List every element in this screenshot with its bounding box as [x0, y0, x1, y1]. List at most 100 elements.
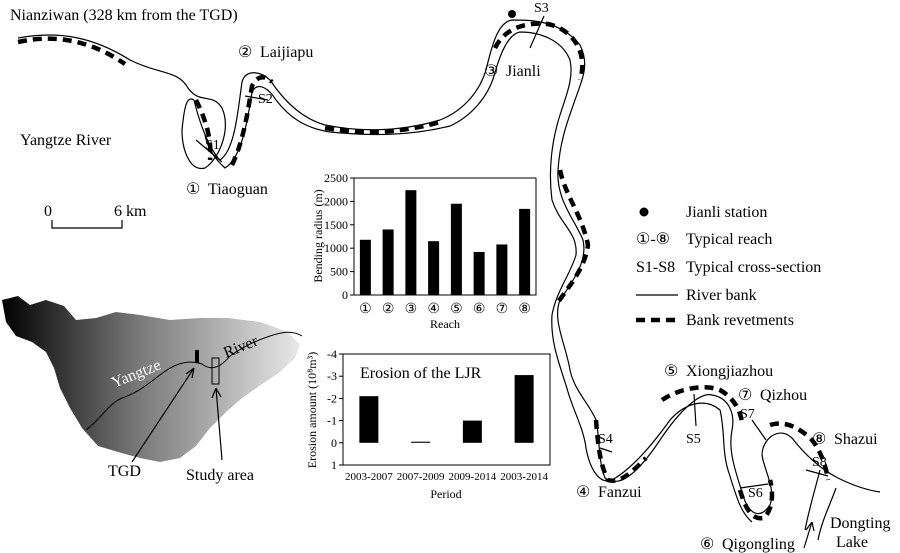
legend-bank-text: River bank	[686, 287, 757, 304]
river-bank-main-upper	[193, 19, 586, 371]
scale-end-label: 6 km	[114, 203, 147, 220]
chart1-frame	[353, 177, 537, 296]
revetment-shazui	[769, 421, 831, 481]
section-line-s7	[751, 419, 767, 441]
reach-name-8: Shazui	[834, 431, 878, 448]
section-label-s1: S1	[205, 138, 220, 153]
reach-num-3: ③	[484, 63, 498, 80]
lake-outlet	[804, 469, 837, 541]
revetment-upper	[17, 36, 127, 66]
inset-map: Yangtze River TGD Study area	[2, 296, 303, 484]
reach-num-4: ④	[576, 484, 590, 501]
chart1-bar	[450, 203, 462, 295]
jianli-station-marker	[508, 10, 516, 18]
chart1-bar	[519, 208, 531, 295]
reach-num-7: ⑦	[738, 387, 752, 404]
revetment-fanzui	[593, 419, 648, 484]
inset-river-line	[85, 331, 303, 431]
chart2-ytick-label: -4	[327, 347, 337, 361]
tgd-arrow	[131, 367, 195, 463]
chart2-xtick-label: 2003-2014	[500, 471, 548, 483]
legend-section-text: Typical cross-section	[686, 259, 821, 276]
section-label-s4: S4	[598, 432, 613, 447]
chart1-xtick-label: ①	[359, 302, 372, 317]
section-line-s6	[739, 483, 769, 489]
section-line-s5	[693, 393, 697, 427]
dongting-arrow-head	[805, 521, 815, 532]
reach-num-1: ①	[186, 181, 200, 198]
dongting-arrow	[803, 521, 813, 549]
reach-num-2: ②	[238, 44, 252, 61]
section-label-s3: S3	[534, 1, 549, 16]
scale-start-label: 0	[44, 203, 52, 220]
tgd-label: TGD	[108, 463, 141, 480]
reach-num-6: ⑥	[700, 536, 714, 553]
legend-station-text: Jianli station	[686, 204, 767, 221]
chart2-bar	[411, 441, 431, 443]
river-name-label: Yangtze River	[20, 132, 112, 149]
section-label-s6: S6	[748, 486, 763, 501]
chart1-bar	[428, 241, 440, 295]
reach-num-8: ⑧	[812, 431, 826, 448]
chart2-ytick-label: 1	[331, 458, 337, 472]
chart2-xtick-label: 2003-2007	[345, 471, 393, 483]
chart2-ytick-label: -2	[327, 391, 337, 405]
yangtze-basin-shape	[2, 296, 300, 462]
legend-station-dot	[639, 207, 649, 217]
tgd-marker	[195, 350, 199, 363]
section-label-s8: S8	[812, 455, 827, 470]
river-bank-outer	[17, 34, 226, 169]
study-area-label: Study area	[186, 467, 254, 484]
chart1-ytick-label: 2500	[324, 171, 348, 185]
chart1-xtick-label: ⑧	[518, 302, 531, 317]
reach-name-7: Qizhou	[760, 387, 807, 404]
chart2-ytick-label: -1	[327, 414, 337, 428]
chart1-xtick-label: ④	[427, 302, 440, 317]
legend-revetment-text: Bank revetments	[686, 312, 794, 329]
chart1-xtick-label: ⑥	[473, 302, 486, 317]
chart2-xtick-label: 2009-2014	[449, 471, 497, 483]
reach-name-4: Fanzui	[598, 484, 642, 501]
revetment-qigongling	[737, 479, 775, 521]
chart2-xlabel: Period	[430, 487, 461, 501]
revetment-mid	[324, 119, 441, 135]
section-line-s2	[244, 95, 269, 101]
legend-reach-text: Typical reach	[686, 231, 772, 248]
reach-name-1: Tiaoguan	[208, 181, 268, 198]
section-line-s3	[529, 15, 545, 49]
section-line-s1	[195, 139, 223, 163]
section-line-s4	[599, 447, 613, 453]
section-label-s2: S2	[258, 92, 273, 107]
reach-name-3: Jianli	[506, 63, 541, 80]
revetment-bend-north	[554, 169, 591, 307]
chart1-bar	[496, 244, 508, 295]
revetment-tiaoguan	[193, 98, 213, 161]
study-arrow	[215, 387, 223, 461]
chart1-ytick-label: 2000	[324, 194, 348, 208]
river-bank-main-lower	[569, 369, 881, 515]
chart1-xtick-label: ③	[405, 302, 418, 317]
reach-name-2: Laijiapu	[260, 44, 313, 61]
revetment-xiongjiazhou	[660, 385, 745, 423]
chart2-ytick-label: 0	[331, 436, 337, 450]
reach-num-5: ⑤	[664, 363, 678, 380]
chart1-ytick-label: 500	[330, 265, 348, 279]
river-bank-inner	[204, 31, 753, 523]
study-area-box	[211, 357, 220, 385]
chart2-ylabel: Erosion amount (10⁸m³)	[305, 352, 319, 468]
legend-section-symbol: S1-S8	[636, 259, 675, 276]
chart2-xtick-label: 2007-2009	[397, 471, 445, 483]
revetment-laijiapu	[229, 75, 274, 166]
chart1-xtick-label: ⑤	[450, 302, 463, 317]
chart2-bar	[462, 420, 482, 443]
chart2-frame	[342, 353, 551, 466]
study-arrow-head	[211, 387, 222, 399]
reach-name-5: Xiongjiazhou	[686, 363, 773, 380]
chart2-bar	[514, 375, 534, 443]
section-label-s5: S5	[686, 432, 701, 447]
legend: Jianli station ①-⑧ Typical reach S1-S8 T…	[636, 204, 821, 329]
reach-name-6: Qigongling	[722, 536, 795, 553]
chart1-xtick-label: ⑦	[496, 302, 509, 317]
dongting-label-line1: Dongting	[830, 515, 890, 532]
